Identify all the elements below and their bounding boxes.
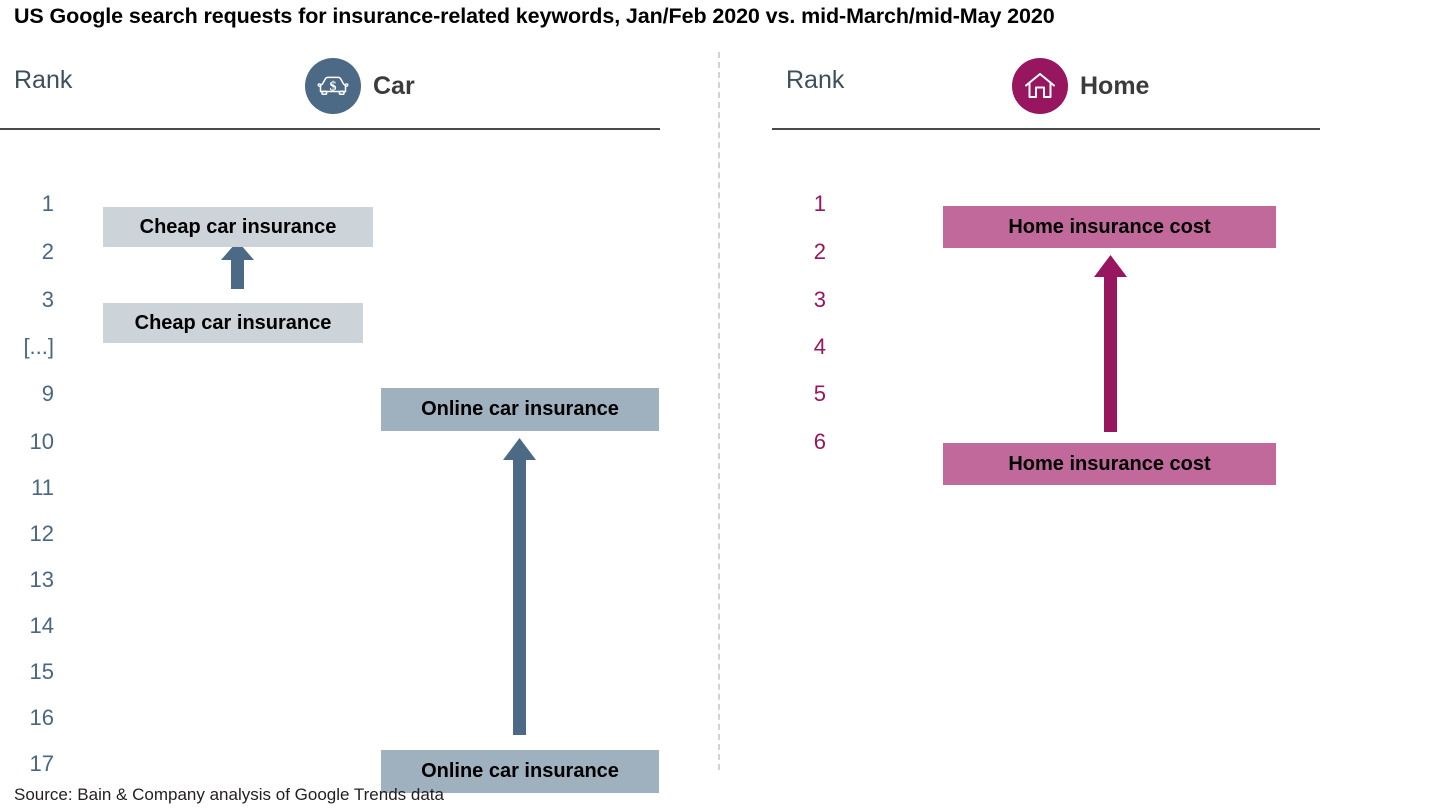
keyword-box-cheap-car-after[interactable]: Cheap car insurance (103, 207, 373, 247)
panel-divider (718, 52, 720, 770)
keyword-box-online-car-before[interactable]: Online car insurance (381, 750, 659, 793)
panel-car: Rank $ Car 1 2 (0, 58, 660, 793)
panel-car-rule (0, 128, 660, 130)
panel-home-plot: 1 2 3 4 5 6 Home insurance cost Home ins… (772, 133, 1320, 733)
rank-number: 14 (29, 613, 54, 638)
rank-number: 1 (41, 191, 54, 216)
car-dollar-icon: $ (305, 58, 361, 114)
page-title: US Google search requests for insurance-… (14, 4, 1055, 28)
rank-number: 17 (29, 751, 54, 776)
house-icon (1012, 58, 1068, 114)
rank-number: 2 (41, 239, 54, 264)
rank-number: 3 (813, 287, 826, 312)
svg-text:$: $ (330, 79, 337, 94)
rank-number: 10 (29, 429, 54, 454)
rank-number: 1 (813, 191, 826, 216)
panel-car-header: Rank $ Car (0, 58, 660, 130)
panel-home-rule (772, 128, 1320, 130)
rank-number: 5 (813, 381, 826, 406)
rank-column-header-car: Rank (14, 66, 73, 94)
rank-number: 6 (813, 429, 826, 454)
panel-home-label: Home (1080, 71, 1150, 100)
keyword-box-home-before[interactable]: Home insurance cost (943, 443, 1276, 485)
rank-column-header-home: Rank (786, 66, 845, 94)
panel-car-label: Car (373, 71, 415, 100)
panel-home-identity: Home (1012, 58, 1149, 114)
rank-number: 15 (29, 659, 54, 684)
panel-home-header: Rank Home (772, 58, 1320, 130)
keyword-box-online-car-after[interactable]: Online car insurance (381, 388, 659, 431)
rank-number: 3 (41, 287, 54, 312)
rank-number: 4 (813, 334, 826, 359)
panel-car-plot: 1 2 3 [...] 9 10 11 12 13 14 15 16 17 Ch… (0, 133, 660, 793)
rank-number: 9 (41, 381, 54, 406)
panel-car-identity: $ Car (305, 58, 415, 114)
rank-movement-arrow-online-car (503, 438, 536, 735)
keyword-box-cheap-car-before[interactable]: Cheap car insurance (103, 303, 363, 343)
rank-movement-arrow-cheap-car (221, 241, 254, 289)
rank-number: 13 (29, 567, 54, 592)
rank-number: 11 (31, 475, 54, 500)
source-note: Source: Bain & Company analysis of Googl… (14, 785, 444, 804)
rank-movement-arrow-home (1094, 255, 1127, 432)
rank-number: 2 (813, 239, 826, 264)
rank-number: [...] (23, 334, 54, 359)
panel-home: Rank Home 1 2 3 4 5 6 Home insurance cos… (772, 58, 1320, 485)
rank-number: 12 (29, 521, 54, 546)
rank-number: 16 (29, 705, 54, 730)
keyword-box-home-after[interactable]: Home insurance cost (943, 206, 1276, 248)
